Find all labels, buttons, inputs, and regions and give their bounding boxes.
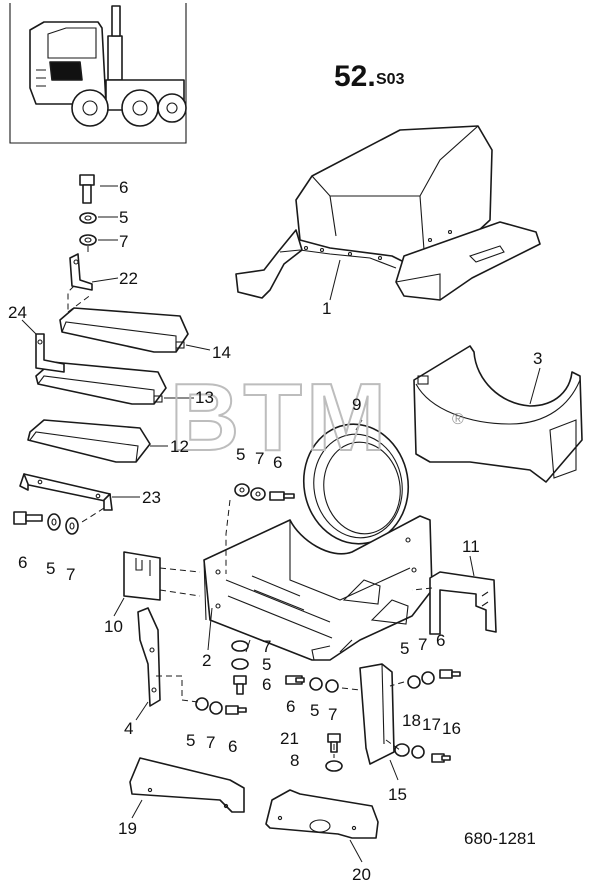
watermark-registered-mark: ®: [452, 411, 464, 428]
hardware-stack-top: [69, 174, 97, 291]
group-suffix: S03: [376, 71, 405, 88]
label-10: 10: [104, 617, 123, 636]
part-19-bracket: [129, 757, 245, 813]
part-20-bracket: [265, 789, 379, 839]
label-7-mid: 7: [328, 705, 337, 724]
part-14-pad: [59, 307, 189, 353]
part-9-seal-ring: [302, 423, 410, 545]
leader-lines: [21, 185, 541, 863]
part-12-pad: [27, 419, 151, 463]
hardware-bolt-21-washer-8: [325, 733, 343, 772]
label-15: 15: [388, 785, 407, 804]
label-21: 21: [280, 729, 299, 748]
hardware-stack-lower-center: [195, 697, 247, 715]
truck-locator-thumbnail: [9, 3, 187, 144]
label-7-lower: 7: [206, 733, 215, 752]
label-6-top: 6: [273, 453, 282, 472]
part-15-bracket: [359, 663, 395, 765]
label-24: 24: [8, 303, 27, 322]
label-13: 13: [195, 388, 214, 407]
part-13-pad: [35, 361, 167, 405]
label-6-left: 6: [18, 553, 27, 572]
label-5-center: 5: [262, 655, 271, 674]
label-3: 3: [533, 349, 542, 368]
label-5-right: 5: [400, 639, 409, 658]
label-2: 2: [202, 651, 211, 670]
label-1: 1: [322, 299, 331, 318]
part-24-bracket: [35, 333, 65, 373]
label-7-center: 7: [262, 637, 271, 656]
part-2-base-frame: [203, 515, 433, 661]
label-5-left: 5: [46, 559, 55, 578]
label-7-top: 7: [255, 449, 264, 468]
label-5: 5: [119, 208, 128, 227]
hardware-stack-lower-right: [394, 743, 451, 763]
label-7-left: 7: [66, 565, 75, 584]
part-number-labels: 6 5 7 22 24 14 13 12 23 6 5 7 10 4 2 1 3…: [8, 178, 542, 884]
label-11: 11: [462, 537, 480, 556]
drawing-number: 680-1281: [464, 829, 536, 848]
hardware-stack-right: [407, 669, 461, 689]
label-7: 7: [119, 232, 128, 251]
label-6-lower: 6: [228, 737, 237, 756]
group-number: 52.: [334, 60, 376, 93]
label-22: 22: [119, 269, 138, 288]
part-10-bracket: [123, 551, 161, 601]
label-4: 4: [124, 719, 133, 738]
label-23: 23: [142, 488, 161, 507]
part-3-cradle-housing: [413, 345, 583, 483]
label-14: 14: [212, 343, 231, 362]
label-6-center: 6: [262, 675, 271, 694]
hardware-stack-left: [13, 511, 79, 535]
part-1-tunnel-cover: [235, 125, 541, 301]
part-23-bracket: [19, 473, 113, 511]
label-19: 19: [118, 819, 137, 838]
part-4-bracket: [137, 607, 161, 707]
label-6-right: 6: [436, 631, 445, 650]
label-17: 17: [422, 715, 441, 734]
hardware-stack-mid: [285, 675, 339, 693]
label-9: 9: [352, 395, 361, 414]
part-11-bracket: [429, 571, 497, 635]
label-6-mid: 6: [286, 697, 295, 716]
label-20: 20: [352, 865, 371, 884]
label-5-top: 5: [236, 445, 245, 464]
label-16: 16: [442, 719, 461, 738]
label-7-right: 7: [418, 635, 427, 654]
hardware-stack-center: [231, 640, 249, 695]
label-8: 8: [290, 751, 299, 770]
hardware-stack-upper-center: [234, 483, 295, 501]
label-12: 12: [170, 437, 189, 456]
watermark-text: BTM: [170, 364, 390, 471]
label-18: 18: [402, 711, 421, 730]
label-6: 6: [119, 178, 128, 197]
label-5-mid: 5: [310, 701, 319, 720]
assembly-guide-lines: [67, 246, 433, 758]
label-5-lower: 5: [186, 731, 195, 750]
